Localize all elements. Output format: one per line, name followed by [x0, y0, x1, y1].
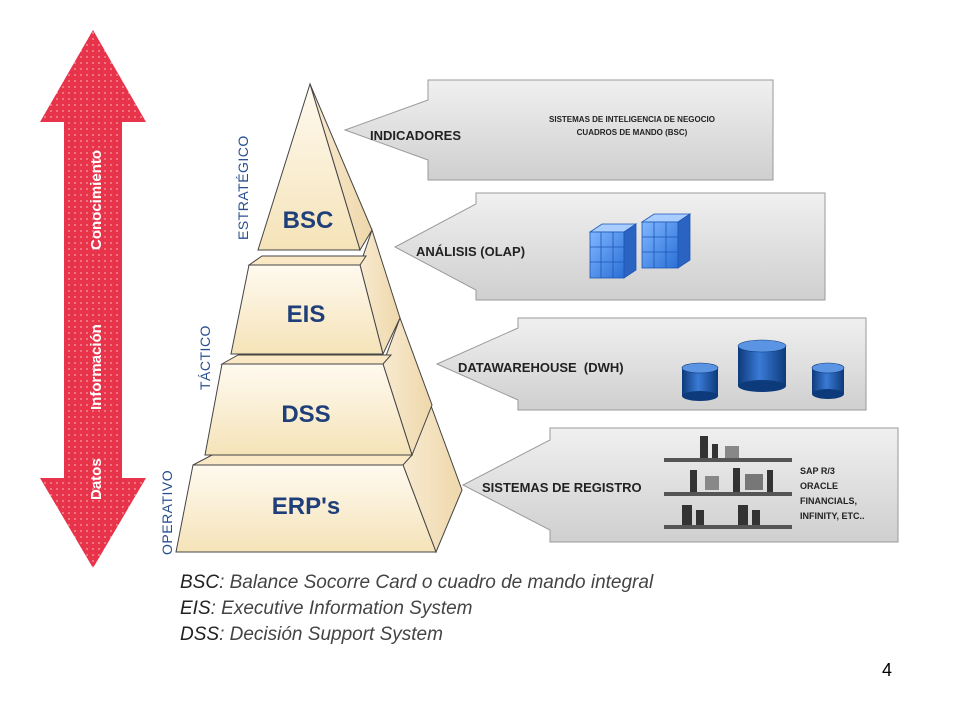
axis-label-conocimiento: Conocimiento	[88, 150, 105, 250]
level-label-estrategico: ESTRATÉGICO	[235, 135, 251, 240]
tier-label-bsc: BSC	[283, 207, 334, 234]
pyramid-tier-dss	[204, 316, 433, 457]
axis-label-informacion: Información	[88, 324, 105, 410]
arrow-indicadores: INDICADORES SISTEMAS DE INTELIGENCIA DE …	[343, 79, 774, 181]
tier-label-erps: ERP's	[272, 493, 340, 520]
legend-text: : Balance Socorre Card o cuadro de mando…	[219, 572, 654, 593]
server-racks-icon	[664, 436, 792, 529]
arrow-label-dwh: DATAWAREHOUSE (DWH)	[458, 360, 624, 375]
arrow-label-indicadores: INDICADORES	[370, 128, 461, 143]
database-cylinder-icon	[681, 339, 845, 401]
bsc-dashboards-text: CUADROS DE MANDO (BSC)	[577, 128, 688, 137]
pyramid-tier-bsc	[257, 82, 373, 252]
erp-product-infinity: INFINITY, ETC..	[800, 511, 865, 521]
erp-product-oracle: ORACLE	[800, 481, 838, 491]
knowledge-axis-arrow: Datos Información Conocimiento	[40, 30, 146, 568]
legend-item-bsc: BSC: Balance Socorre Card o cuadro de ma…	[180, 570, 653, 596]
level-label-tactico: TÁCTICO	[197, 325, 213, 390]
arrow-label-registro: SISTEMAS DE REGISTRO	[482, 480, 642, 495]
olap-cube-icon	[588, 213, 692, 279]
erp-product-sap: SAP R/3	[800, 466, 835, 476]
arrow-sistemas-registro: SISTEMAS DE REGISTRO SAP R/3 ORACLE FINA…	[461, 427, 899, 543]
abbreviation-legend: BSC: Balance Socorre Card o cuadro de ma…	[180, 570, 653, 648]
pyramid	[175, 82, 463, 554]
legend-text: : Decisión Support System	[219, 624, 443, 645]
legend-abbr: EIS	[180, 598, 211, 619]
legend-abbr: BSC	[180, 572, 220, 593]
double-arrow-shape	[40, 30, 146, 568]
arrow-analisis-olap: ANÁLISIS (OLAP)	[393, 192, 826, 301]
pyramid-tier-erps	[175, 401, 463, 554]
level-label-operativo: OPERATIVO	[159, 470, 175, 555]
arrow-label-olap: ANÁLISIS (OLAP)	[416, 244, 525, 259]
legend-item-eis: EIS: Executive Information System	[180, 596, 653, 622]
bi-systems-text: SISTEMAS DE INTELIGENCIA DE NEGOCIO	[549, 115, 715, 124]
page-number: 4	[882, 660, 893, 680]
legend-abbr: DSS	[180, 624, 220, 645]
legend-text: : Executive Information System	[210, 598, 473, 619]
axis-label-datos: Datos	[88, 458, 105, 500]
arrow-datawarehouse: DATAWAREHOUSE (DWH)	[435, 317, 867, 411]
erp-product-financials: FINANCIALS,	[800, 496, 857, 506]
tier-label-dss: DSS	[281, 401, 330, 428]
tier-label-eis: EIS	[287, 301, 326, 328]
legend-item-dss: DSS: Decisión Support System	[180, 622, 653, 648]
pyramid-tier-eis	[230, 228, 401, 356]
